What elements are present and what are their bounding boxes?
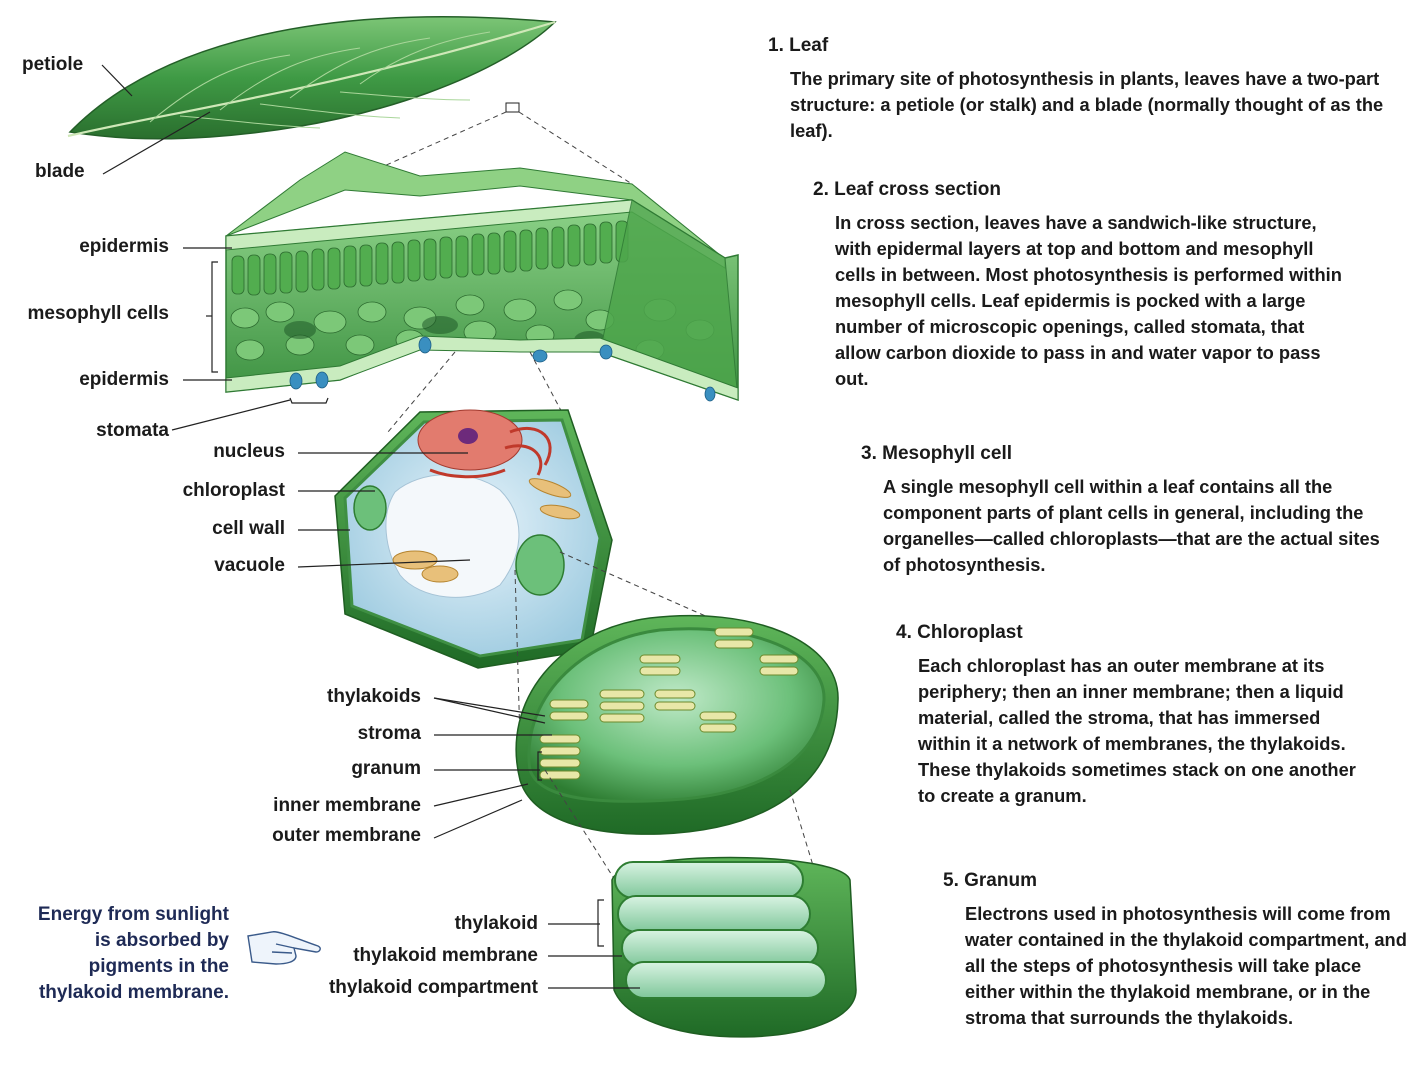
section-title: 2. Leaf cross section — [813, 178, 1343, 202]
section-mesophyll-cell: 3. Mesophyll cell A single mesophyll cel… — [861, 442, 1391, 578]
label-vacuole: vacuole — [214, 555, 285, 577]
label-mesophyll-cells: mesophyll cells — [27, 303, 169, 325]
section-chloroplast: 4. Chloroplast Each chloroplast has an o… — [896, 621, 1366, 809]
section-body: Each chloroplast has an outer membrane a… — [918, 653, 1366, 809]
section-title: 1. Leaf — [768, 34, 1408, 58]
label-blade: blade — [35, 161, 85, 183]
section-leaf: 1. Leaf The primary site of photosynthes… — [768, 34, 1408, 144]
section-body: In cross section, leaves have a sandwich… — [835, 210, 1343, 392]
granum-illustration — [612, 858, 856, 1037]
label-inner-membrane: inner membrane — [273, 795, 421, 817]
label-outer-membrane: outer membrane — [272, 825, 421, 847]
label-petiole: petiole — [22, 54, 83, 76]
label-epidermis-top: epidermis — [79, 236, 169, 258]
mesophyll-cell-illustration — [335, 410, 612, 668]
section-body: The primary site of photosynthesis in pl… — [790, 66, 1408, 144]
label-nucleus: nucleus — [213, 441, 285, 463]
section-body: Electrons used in photosynthesis will co… — [965, 901, 1413, 1031]
energy-note: Energy from sunlight is absorbed by pigm… — [0, 902, 229, 1006]
label-thylakoids: thylakoids — [327, 686, 421, 708]
section-title: 5. Granum — [943, 869, 1413, 893]
section-title: 4. Chloroplast — [896, 621, 1366, 645]
leaf-illustration — [68, 17, 555, 139]
pointing-hand-icon — [248, 932, 320, 964]
section-granum: 5. Granum Electrons used in photosynthes… — [943, 869, 1413, 1031]
section-leaf-cross-section: 2. Leaf cross section In cross section, … — [813, 178, 1343, 392]
label-granum: granum — [351, 758, 421, 780]
label-thylakoid-compartment: thylakoid compartment — [329, 977, 538, 999]
label-epidermis-bottom: epidermis — [79, 369, 169, 391]
leaf-cross-section-illustration — [226, 152, 738, 401]
label-thylakoid-membrane: thylakoid membrane — [353, 945, 538, 967]
label-cell-wall: cell wall — [212, 518, 285, 540]
label-stomata: stomata — [96, 420, 169, 442]
section-title: 3. Mesophyll cell — [861, 442, 1391, 466]
section-body: A single mesophyll cell within a leaf co… — [883, 474, 1391, 578]
label-chloroplast: chloroplast — [183, 480, 285, 502]
label-thylakoid: thylakoid — [455, 913, 538, 935]
label-stroma: stroma — [358, 723, 421, 745]
